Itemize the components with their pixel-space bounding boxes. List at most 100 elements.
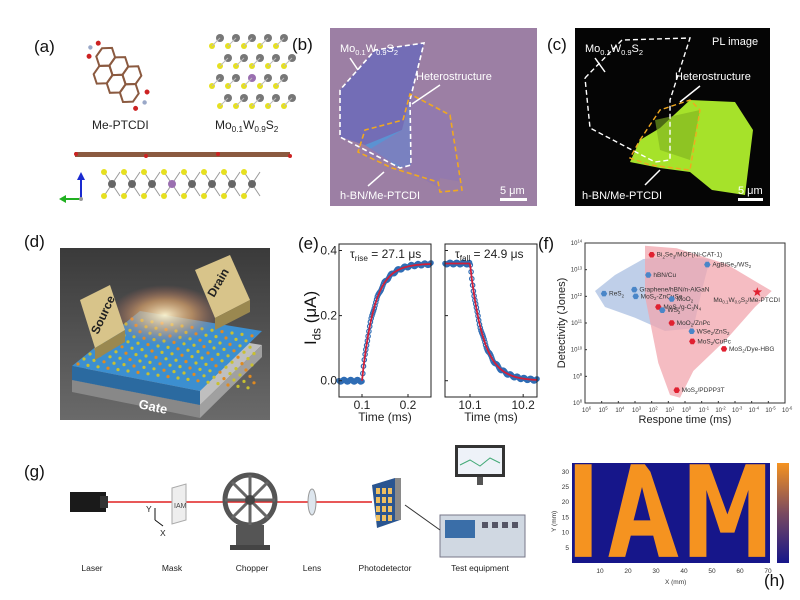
letter-a-hole [633,487,651,521]
point-label: Graphene/hBN/n-AlGaN [639,287,709,294]
x-tick-label: 30 [652,568,660,575]
point-label: WSe2​/ZnS2​ [697,328,730,336]
y-tick-label: 108​ [573,399,583,407]
point-label: hBN/Cu [653,272,676,279]
data-point [668,320,675,326]
data-point [631,286,638,293]
axis-x-label: X [160,528,166,538]
panel-label-c: (c) [547,35,567,54]
detectivity-chart: 106​105​104​103​102​101​100​10-1​10-2​10… [556,239,793,426]
mows2-side-view [101,169,261,199]
component-label: Chopper [236,563,269,573]
component-label: Test equipment [451,563,509,573]
panel-f: (f) 106​105​104​103​102​101​100​10-1​10-… [538,234,793,426]
panel-label-a: (a) [34,37,55,56]
data-point [688,328,695,334]
panel-a: (a) Me-PTCDI Mo0.1​W0.9​S2​ [34,34,296,203]
x-tick-label: 10-6​ [782,406,793,414]
h-xlabel: X (mm) [665,579,686,586]
y-tick-label: 1012​ [571,292,583,300]
x-tick-label: 50 [708,568,716,575]
panel-label-f: (f) [538,234,554,253]
panel-label-e: (e) [298,234,319,253]
x-tick-label: 40 [680,568,688,575]
data-point [673,387,680,393]
pink-region [645,245,772,398]
component-label: Laser [81,563,102,573]
panel-label-g: (g) [24,462,45,481]
y-axis-label: Detectivity (Jones) [556,278,568,368]
panel-label-d: (d) [24,232,45,251]
data-point [689,338,696,345]
x-tick-label: 10.2 [511,398,535,412]
x-tick-label: 10-3​ [732,406,743,414]
panel-c: (c) Mo0.1​W0.9​S2​ PL image Heterostruct… [547,28,770,206]
y-tick-label: 1014​ [571,239,583,247]
data-point [648,252,655,258]
y-tick-label: 1011​ [571,319,583,327]
point-label: ReS2​ [609,291,625,299]
point-label: AgBiSe2​/WS2​ [712,262,751,270]
star-marker [752,287,763,297]
scale-bar-label: 5 μm [500,185,525,197]
point-label: MoS2​/Dye-HBG [729,346,774,354]
test-equipment-icon [404,445,526,558]
x-axis-label: Time (ms) [464,410,518,424]
x-tick-label: 100​ [682,406,692,414]
data-point [704,261,711,268]
point-label: Mo0.1​W0.9​S2​/Me-PTCDI [713,297,780,305]
panel-label-b: (b) [292,35,313,54]
x-tick-label: 103​ [632,406,642,414]
data-point [668,296,675,302]
point-label: MoO2​ [677,296,694,304]
panel-label-h: (h) [764,571,785,590]
y-tick-label: 109​ [573,372,583,380]
hbn-label: h-BN/Me-PTCDI [582,190,662,202]
x-tick-label: 105​ [599,406,609,414]
gate-label: Gate [137,396,168,417]
y-tick-label: 20 [562,499,570,506]
colorbar [777,463,789,563]
plot-frame [338,243,432,398]
y-tick-label: 15 [562,514,570,521]
mask-icon: IAM [154,483,187,527]
heterostructure-label: Heterostructure [675,71,751,83]
point-label: MoS2​/g-C3​N4​ [663,304,701,312]
point-label: WS2​ [667,307,680,315]
data-point [659,307,666,313]
component-label: Mask [162,563,183,573]
x-tick-label: 10.1 [458,398,482,412]
letter-m [689,464,766,557]
y-tick-label: 10 [562,530,570,537]
data-point [720,346,728,352]
y-tick-label: 0.4 [320,244,337,258]
point-label: MoS2​/PDPP3T [682,387,725,395]
component-label: Photodetector [359,563,412,573]
me-ptcdi-label: Me-PTCDI [92,118,149,132]
scale-bar-label: 5 μm [738,185,763,197]
pl-image-title: PL image [712,36,758,48]
x-tick-label: 101​ [665,406,675,414]
hbn-label: h-BN/Me-PTCDI [340,190,420,202]
y-tick-label: 0.2 [320,309,337,323]
y-tick-label: 1013​ [571,265,583,273]
mows2-label: Mo0.1​W0.9​S2​ [215,118,279,134]
x-tick-label: 10-4​ [749,406,760,414]
panel-g: (g) IAM Y X [24,445,526,573]
letter-i [574,464,592,557]
flake-label: Mo0.1​W0.9​S2​ [340,43,398,57]
point-label: Bi2​Se3​/MOF(Ni-CAT-1) [657,252,722,260]
photodetector-icon [372,478,401,528]
plot-frame [444,243,538,398]
y-tick-label: 5 [565,545,569,552]
tau-fall: τfall​ = 24.9 μs [455,247,524,263]
x-tick-label: 106​ [582,406,592,414]
y-tick-label: 1010​ [571,345,583,353]
ids-axis-label: Ids​ (μA) [301,291,323,345]
y-tick-label: 0.0 [320,374,337,388]
axes-indicator-icon [59,172,85,203]
